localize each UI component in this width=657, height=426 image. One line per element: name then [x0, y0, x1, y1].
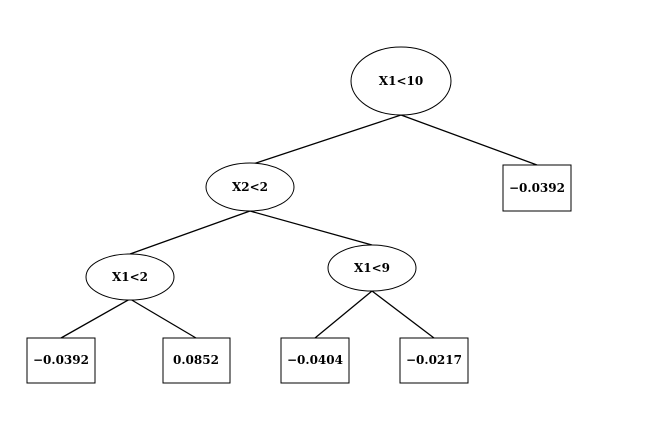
edge-x1-lt-2-to-leaf-2	[129, 298, 197, 339]
x1-lt-2-split-node: X1<2	[85, 253, 175, 301]
x2-split-node: X2<2	[205, 162, 295, 212]
x1-lt-9-split-label: X1<9	[354, 261, 390, 275]
edge-x2-split-to-x1-lt-2	[129, 210, 251, 255]
edge-x2-split-to-x1-lt-9	[249, 210, 373, 246]
x1-lt-2-split-label: X1<2	[112, 270, 148, 284]
leaf-1-value: −0.0392	[33, 353, 89, 367]
x1-lt-9-split-node: X1<9	[327, 244, 417, 292]
leaf-node-right-top: −0.0392	[502, 164, 572, 212]
leaf-node-2: 0.0852	[162, 337, 231, 384]
edge-root-to-x2-split	[249, 114, 402, 166]
leaf-node-3: −0.0404	[280, 337, 350, 384]
leaf-right-top-value: −0.0392	[509, 181, 565, 195]
x2-split-label: X2<2	[232, 180, 268, 194]
leaf-2-value: 0.0852	[173, 353, 219, 367]
edge-root-to-right-leaf	[400, 114, 538, 166]
edge-x1-lt-9-to-leaf-4	[371, 290, 435, 339]
edge-x1-lt-2-to-leaf-1	[60, 298, 131, 339]
leaf-4-value: −0.0217	[406, 353, 462, 367]
leaf-node-1: −0.0392	[26, 337, 96, 384]
leaf-node-4: −0.0217	[399, 337, 469, 384]
edge-x1-lt-9-to-leaf-3	[314, 290, 373, 339]
root-split-label: X1<10	[379, 74, 423, 88]
root-split-node: X1<10	[350, 46, 452, 116]
leaf-3-value: −0.0404	[287, 353, 343, 367]
